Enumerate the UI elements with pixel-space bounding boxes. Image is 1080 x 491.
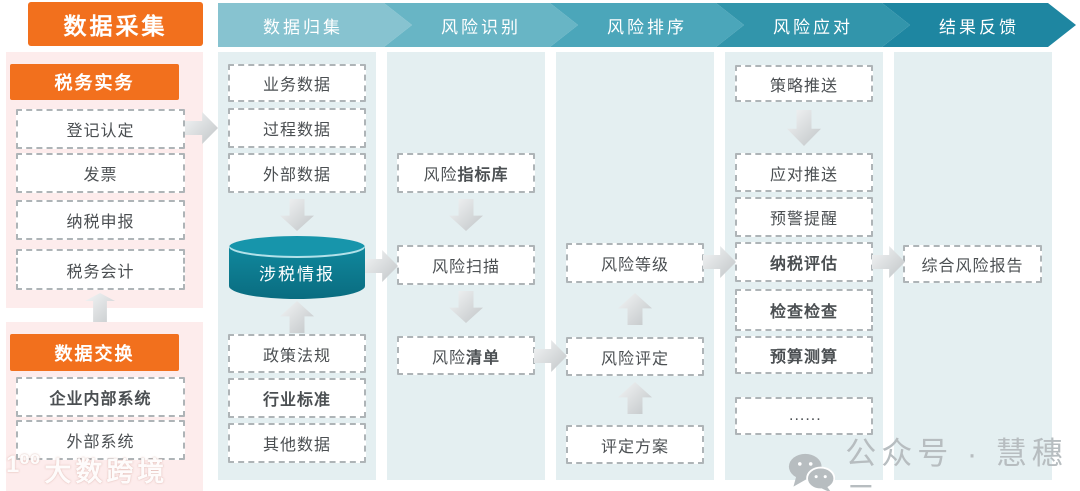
node-other-data: 其他数据 <box>228 423 366 463</box>
node-tax-evaluation: 纳税评估 <box>735 242 873 282</box>
dashukuajing-logo: 1⁰⁰ 大数跨境 <box>6 450 168 489</box>
node-policy-law: 政策法规 <box>228 334 366 373</box>
node-internal-systems: 企业内部系统 <box>16 377 185 417</box>
node-risk-scan: 风险扫描 <box>397 245 535 285</box>
stage-risk-ranking: 风险排序 <box>550 3 744 47</box>
node-external-data: 外部数据 <box>228 153 366 193</box>
stage-risk-identification: 风险识别 <box>384 3 578 47</box>
stage-result-feedback: 结果反馈 <box>882 3 1076 47</box>
node-budget-calculation: 预算测算 <box>735 336 873 374</box>
logo-text: 大数跨境 <box>44 457 169 487</box>
risk-list-prefix: 风险 <box>431 349 466 367</box>
node-risk-list: 风险清单 <box>397 336 535 375</box>
node-registration: 登记认定 <box>16 109 185 149</box>
node-tax-accounting: 税务会计 <box>16 249 185 290</box>
stage-risk-response: 风险应对 <box>716 3 910 47</box>
node-inspection: 检查检查 <box>735 289 873 331</box>
data-collection-header: 数据采集 <box>28 2 203 46</box>
risk-indicator-bold: 指标库 <box>457 167 509 184</box>
risk-list-bold: 清单 <box>466 349 501 367</box>
node-industry-standard: 行业标准 <box>228 378 366 418</box>
node-invoice: 发票 <box>16 153 185 193</box>
wechat-watermark: 公众号 · 慧穗云 <box>788 428 1080 491</box>
tax-intelligence-database: 涉税情报 <box>229 236 365 299</box>
node-assessment-plan: 评定方案 <box>566 425 704 464</box>
node-strategy-push: 策略推送 <box>735 65 873 102</box>
data-exchange-title: 数据交换 <box>10 334 179 371</box>
tax-practice-title: 税务实务 <box>10 64 179 100</box>
node-risk-level: 风险等级 <box>566 243 704 283</box>
node-warning-alert: 预警提醒 <box>735 197 873 237</box>
risk-indicator-prefix: 风险 <box>423 167 458 184</box>
logo-mark-icon: 1⁰⁰ <box>6 451 41 478</box>
stage-data-aggregation: 数据归集 <box>218 3 412 47</box>
node-more-ellipsis: ...... <box>735 397 873 435</box>
cylinder-top <box>229 236 365 258</box>
tax-intelligence-label: 涉税情报 <box>259 265 335 284</box>
node-tax-filing: 纳税申报 <box>16 200 185 240</box>
node-risk-assessment: 风险评定 <box>566 337 704 376</box>
node-comprehensive-risk-report: 综合风险报告 <box>903 245 1042 283</box>
node-risk-indicator-library: 风险指标库 <box>397 153 535 193</box>
wechat-watermark-text: 公众号 · 慧穗云 <box>845 436 1068 491</box>
node-business-data: 业务数据 <box>228 64 366 102</box>
node-external-systems: 外部系统 <box>16 420 185 460</box>
node-process-data: 过程数据 <box>228 108 366 148</box>
node-response-push: 应对推送 <box>735 153 873 192</box>
wechat-icon <box>788 453 836 491</box>
